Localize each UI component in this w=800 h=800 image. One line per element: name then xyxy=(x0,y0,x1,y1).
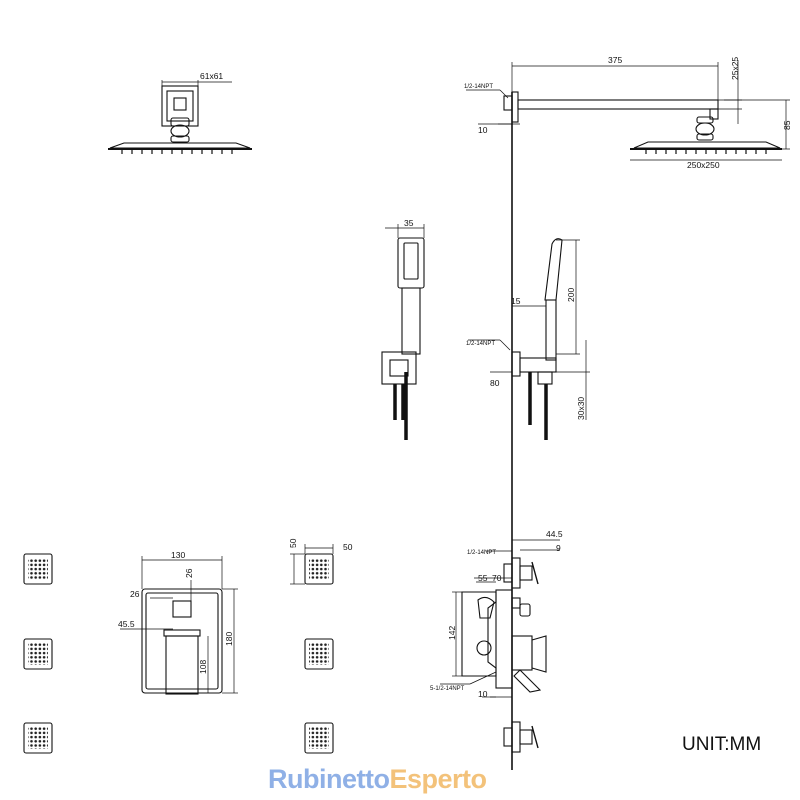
dim-arm-length: 375 xyxy=(608,55,622,65)
body-jet-center-middle xyxy=(304,638,334,670)
dim-mixer-a: 55 xyxy=(478,573,488,583)
dim-holder-offset: 15 xyxy=(511,296,521,306)
dimension-labels: 61x61 375 25x25 85 1/2-14NPT 10 250x250 … xyxy=(118,55,792,699)
dim-thread-multi: 5-1/2-14NPT xyxy=(430,686,465,692)
dim-valve-handle: 45.5 xyxy=(118,619,135,629)
dim-valve-width: 130 xyxy=(171,550,185,560)
dim-handset-length: 200 xyxy=(566,288,576,302)
hand-shower-front-view xyxy=(381,224,425,440)
mixer-side-view xyxy=(440,539,560,753)
body-jet-center-top xyxy=(290,544,334,585)
dim-flange: 61x61 xyxy=(200,71,223,81)
dim-arm-drop: 85 xyxy=(782,120,792,130)
dim-holder-depth: 80 xyxy=(490,378,500,388)
brand-part2: Esperto xyxy=(389,764,487,794)
dim-holder-size: 30x30 xyxy=(576,397,586,420)
dim-mixer-gap: 9 xyxy=(556,543,561,553)
dim-mixer-wall: 10 xyxy=(478,689,488,699)
hand-shower-side-view xyxy=(468,238,590,440)
body-jet-left-top xyxy=(23,553,53,585)
dim-valve-inset-right: 26 xyxy=(184,568,194,578)
body-jet-left-middle xyxy=(23,638,53,670)
dim-handset-width: 35 xyxy=(404,218,414,228)
dim-mixer-depth: 44.5 xyxy=(546,529,563,539)
shower-head-front-view xyxy=(108,80,252,154)
dim-thread-mixer: 1/2-14NPT xyxy=(467,550,496,556)
brand-watermark: RubinettoEsperto xyxy=(268,764,487,795)
dim-valve-lower: 108 xyxy=(198,660,208,674)
dim-valve-height: 180 xyxy=(224,632,234,646)
dim-jet-h: 50 xyxy=(288,538,298,548)
shower-arm-side-view xyxy=(466,60,790,161)
dim-thread-holder: 1/2-14NPT xyxy=(466,341,495,347)
dim-valve-inset-left: 26 xyxy=(130,589,140,599)
dim-head-size: 250x250 xyxy=(687,160,720,170)
valve-plate-front-view xyxy=(120,556,238,695)
dim-arm-section: 25x25 xyxy=(730,57,740,80)
dim-mixer-b: 70 xyxy=(492,573,502,583)
body-jet-left-bottom xyxy=(23,722,53,754)
brand-part1: Rubinetto xyxy=(268,764,390,794)
dim-jet-w: 50 xyxy=(343,542,353,552)
dim-mixer-height: 142 xyxy=(447,626,457,640)
body-jet-center-bottom xyxy=(304,722,334,754)
dim-thread-top: 1/2-14NPT xyxy=(464,84,493,90)
dim-wall-offset: 10 xyxy=(478,125,488,135)
unit-label: UNIT:MM xyxy=(682,734,762,755)
